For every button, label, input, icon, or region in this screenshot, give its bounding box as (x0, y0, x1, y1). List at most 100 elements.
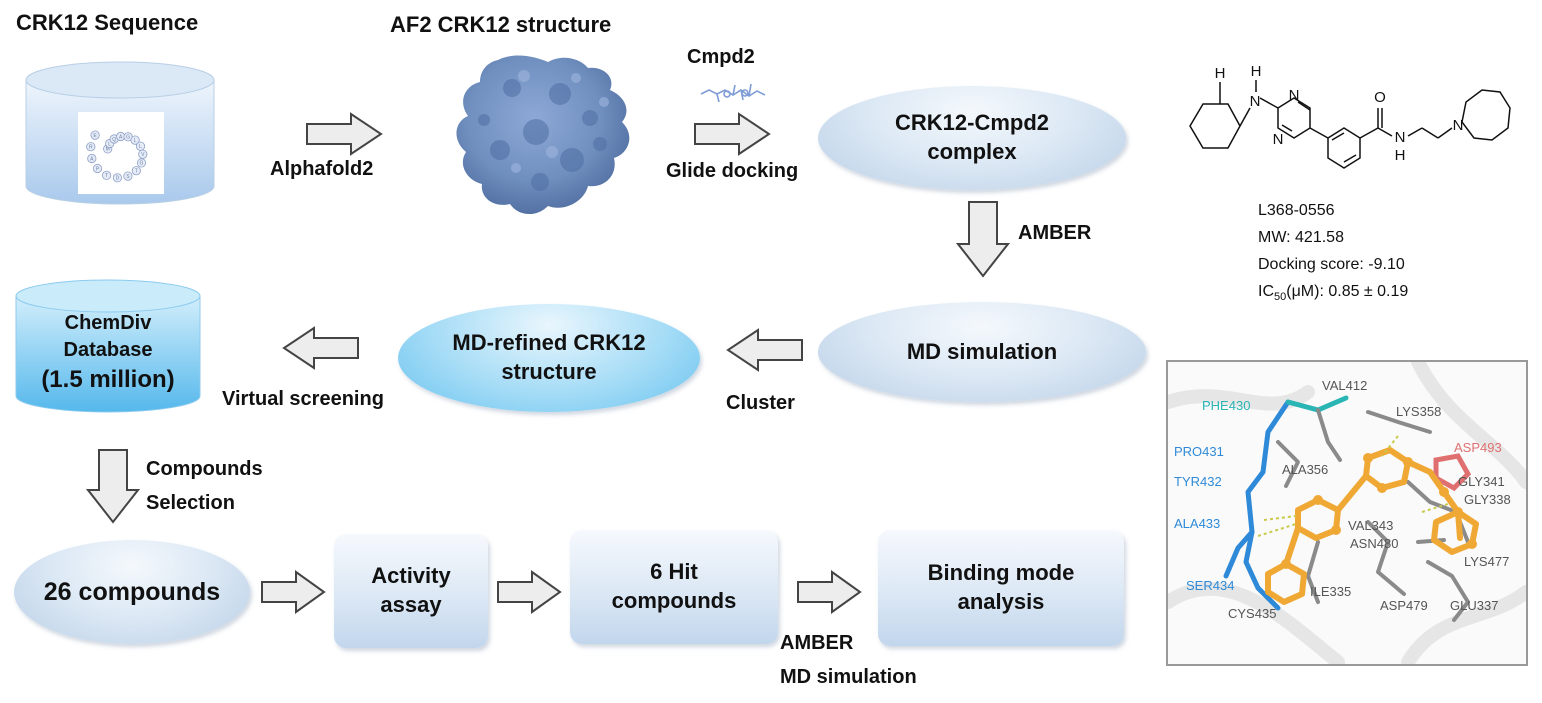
sequence-bead-letter: R (89, 145, 93, 151)
atom-h1: H (1215, 65, 1226, 82)
residue-val343: VAL343 (1348, 518, 1393, 533)
md-simulation-label: MD simulation (906, 338, 1058, 364)
sequence-bead (123, 171, 133, 181)
atom-o: O (1374, 89, 1386, 106)
alphafold2-label: Alphafold2 (270, 158, 374, 180)
compounds-26-label: 26 compounds (43, 577, 221, 606)
chemdiv-label-line1: ChemDiv (64, 312, 152, 334)
amber-md-label-line1: AMBER (780, 632, 854, 654)
sequence-bead (136, 158, 147, 168)
atom-n-azepane: N (1453, 117, 1464, 134)
sequence-bead (92, 163, 103, 174)
chemdiv-label: ChemDiv Database (1.5 million) (14, 310, 202, 396)
amber-md-label-line2: MD simulation (780, 666, 917, 688)
chemdiv-database-cylinder (14, 278, 202, 414)
arrow-compounds-selection (86, 449, 140, 524)
sequence-bead-letter: D (116, 176, 120, 182)
sequence-bead-letter: P (96, 166, 100, 172)
sequence-bead (90, 130, 100, 140)
compound-mw: MW: 421.58 (1258, 229, 1344, 246)
residue-tyr432: TYR432 (1174, 474, 1222, 489)
arrow-cluster (726, 328, 803, 372)
cmpd2-label: Cmpd2 (687, 46, 755, 68)
sequence-bead-letter: L (108, 141, 111, 147)
residue-asp479: ASP479 (1380, 598, 1428, 613)
residue-ala433: ALA433 (1174, 516, 1220, 531)
chemdiv-label-line3: (1.5 million) (41, 366, 175, 393)
sequence-bead (131, 166, 141, 176)
sequence-bead-letter: T (135, 169, 138, 175)
amber-label: AMBER (1018, 222, 1092, 244)
sequence-bead (87, 153, 97, 164)
md-refined-label-line2: structure (501, 359, 597, 384)
binding-label-line2: analysis (957, 589, 1045, 614)
binding-label-line1: Binding mode (927, 560, 1075, 586)
hit-label-line2: compounds (611, 588, 737, 613)
residue-lys477: LYS477 (1464, 554, 1509, 569)
arrow-alphafold (306, 112, 383, 156)
compound-info: L368-0556 MW: 421.58 Docking score: -9.1… (1258, 202, 1408, 303)
hit-compounds-node: 6 Hit compounds (570, 530, 778, 644)
residue-ala356: ALA356 (1282, 462, 1328, 477)
residue-ile335: ILE335 (1310, 584, 1351, 599)
compound-ic50: IC50(μM): 0.85 ± 0.19 (1258, 283, 1408, 303)
compounds-26-node: 26 compounds (14, 540, 250, 644)
sequence-bead-letter: A (119, 134, 123, 140)
atom-n-ring1: N (1289, 87, 1300, 104)
sequence-bead (138, 149, 148, 159)
residue-pro431: PRO431 (1174, 444, 1224, 459)
residue-phe430: PHE430 (1202, 398, 1250, 413)
residue-cys435: CYS435 (1228, 606, 1276, 621)
residue-val412: VAL412 (1322, 378, 1367, 393)
sequence-bead-letter: Q (112, 137, 116, 143)
residue-gly341: GLY341 (1458, 474, 1505, 489)
atom-nh-h: H (1251, 64, 1262, 80)
sequence-bead (112, 173, 123, 183)
md-refined-label-line1: MD-refined CRK12 (452, 330, 646, 356)
sequence-bead-letter: A (90, 156, 94, 162)
virtual-screening-label: Virtual screening (222, 388, 384, 410)
sequence-bead-letter: L (139, 144, 142, 150)
arrow-amber-down (956, 201, 1010, 278)
compounds-selection-label-line2: Selection (146, 492, 235, 514)
chemdiv-label-line2: Database (63, 339, 153, 361)
hit-label-line1: 6 Hit (650, 559, 698, 585)
binding-pose-graphic: PHE430 VAL412 LYS358 PRO431 ASP493 ALA35… (1168, 362, 1526, 664)
residue-gly338: GLY338 (1464, 492, 1511, 507)
sequence-bead-letter: G (140, 161, 144, 167)
sequence-bead-letter: G (126, 135, 130, 141)
atom-h-amide: H (1395, 147, 1406, 164)
arrow-to-activity (261, 570, 326, 614)
residue-glu337: GLU337 (1450, 598, 1498, 613)
residue-ser434: SER434 (1186, 578, 1234, 593)
activity-assay-node: Activity assay (334, 534, 488, 648)
ic50-sub: 50 (1274, 291, 1287, 304)
sequence-bead-letter: E (93, 133, 97, 139)
sequence-bead (130, 135, 140, 145)
md-simulation-node: MD simulation (818, 302, 1146, 402)
residue-lys358: LYS358 (1396, 404, 1441, 419)
complex-node: CRK12-Cmpd2 complex (818, 86, 1126, 190)
chemical-structure-l368-0556: H H N N N O N H N (1189, 64, 1511, 169)
atom-n-amide: N (1395, 129, 1406, 146)
arrow-virtual-screening (282, 326, 359, 370)
atom-n-amine: N (1250, 93, 1261, 110)
ic50-prefix: IC (1258, 283, 1274, 300)
ic50-suffix: (μM): 0.85 ± 0.19 (1286, 283, 1409, 300)
sequence-bead-letter: V (141, 152, 145, 158)
compound-docking-score: Docking score: -9.10 (1258, 256, 1405, 273)
complex-label-line2: complex (927, 139, 1017, 164)
arrow-to-hits (497, 570, 562, 614)
complex-label-line1: CRK12-Cmpd2 (894, 110, 1050, 136)
sequence-bead-letter: S (126, 174, 130, 180)
sequence-bead (86, 142, 96, 152)
residue-asn480: ASN480 (1350, 536, 1398, 551)
cmpd2-ligand-icon (700, 83, 766, 103)
glide-docking-label: Glide docking (666, 160, 799, 182)
binding-pose-panel: PHE430 VAL412 LYS358 PRO431 ASP493 ALA35… (1166, 360, 1528, 666)
arrow-glide-docking (694, 112, 771, 156)
sequence-bead-letter: M (106, 147, 110, 153)
compound-id: L368-0556 (1258, 202, 1335, 219)
